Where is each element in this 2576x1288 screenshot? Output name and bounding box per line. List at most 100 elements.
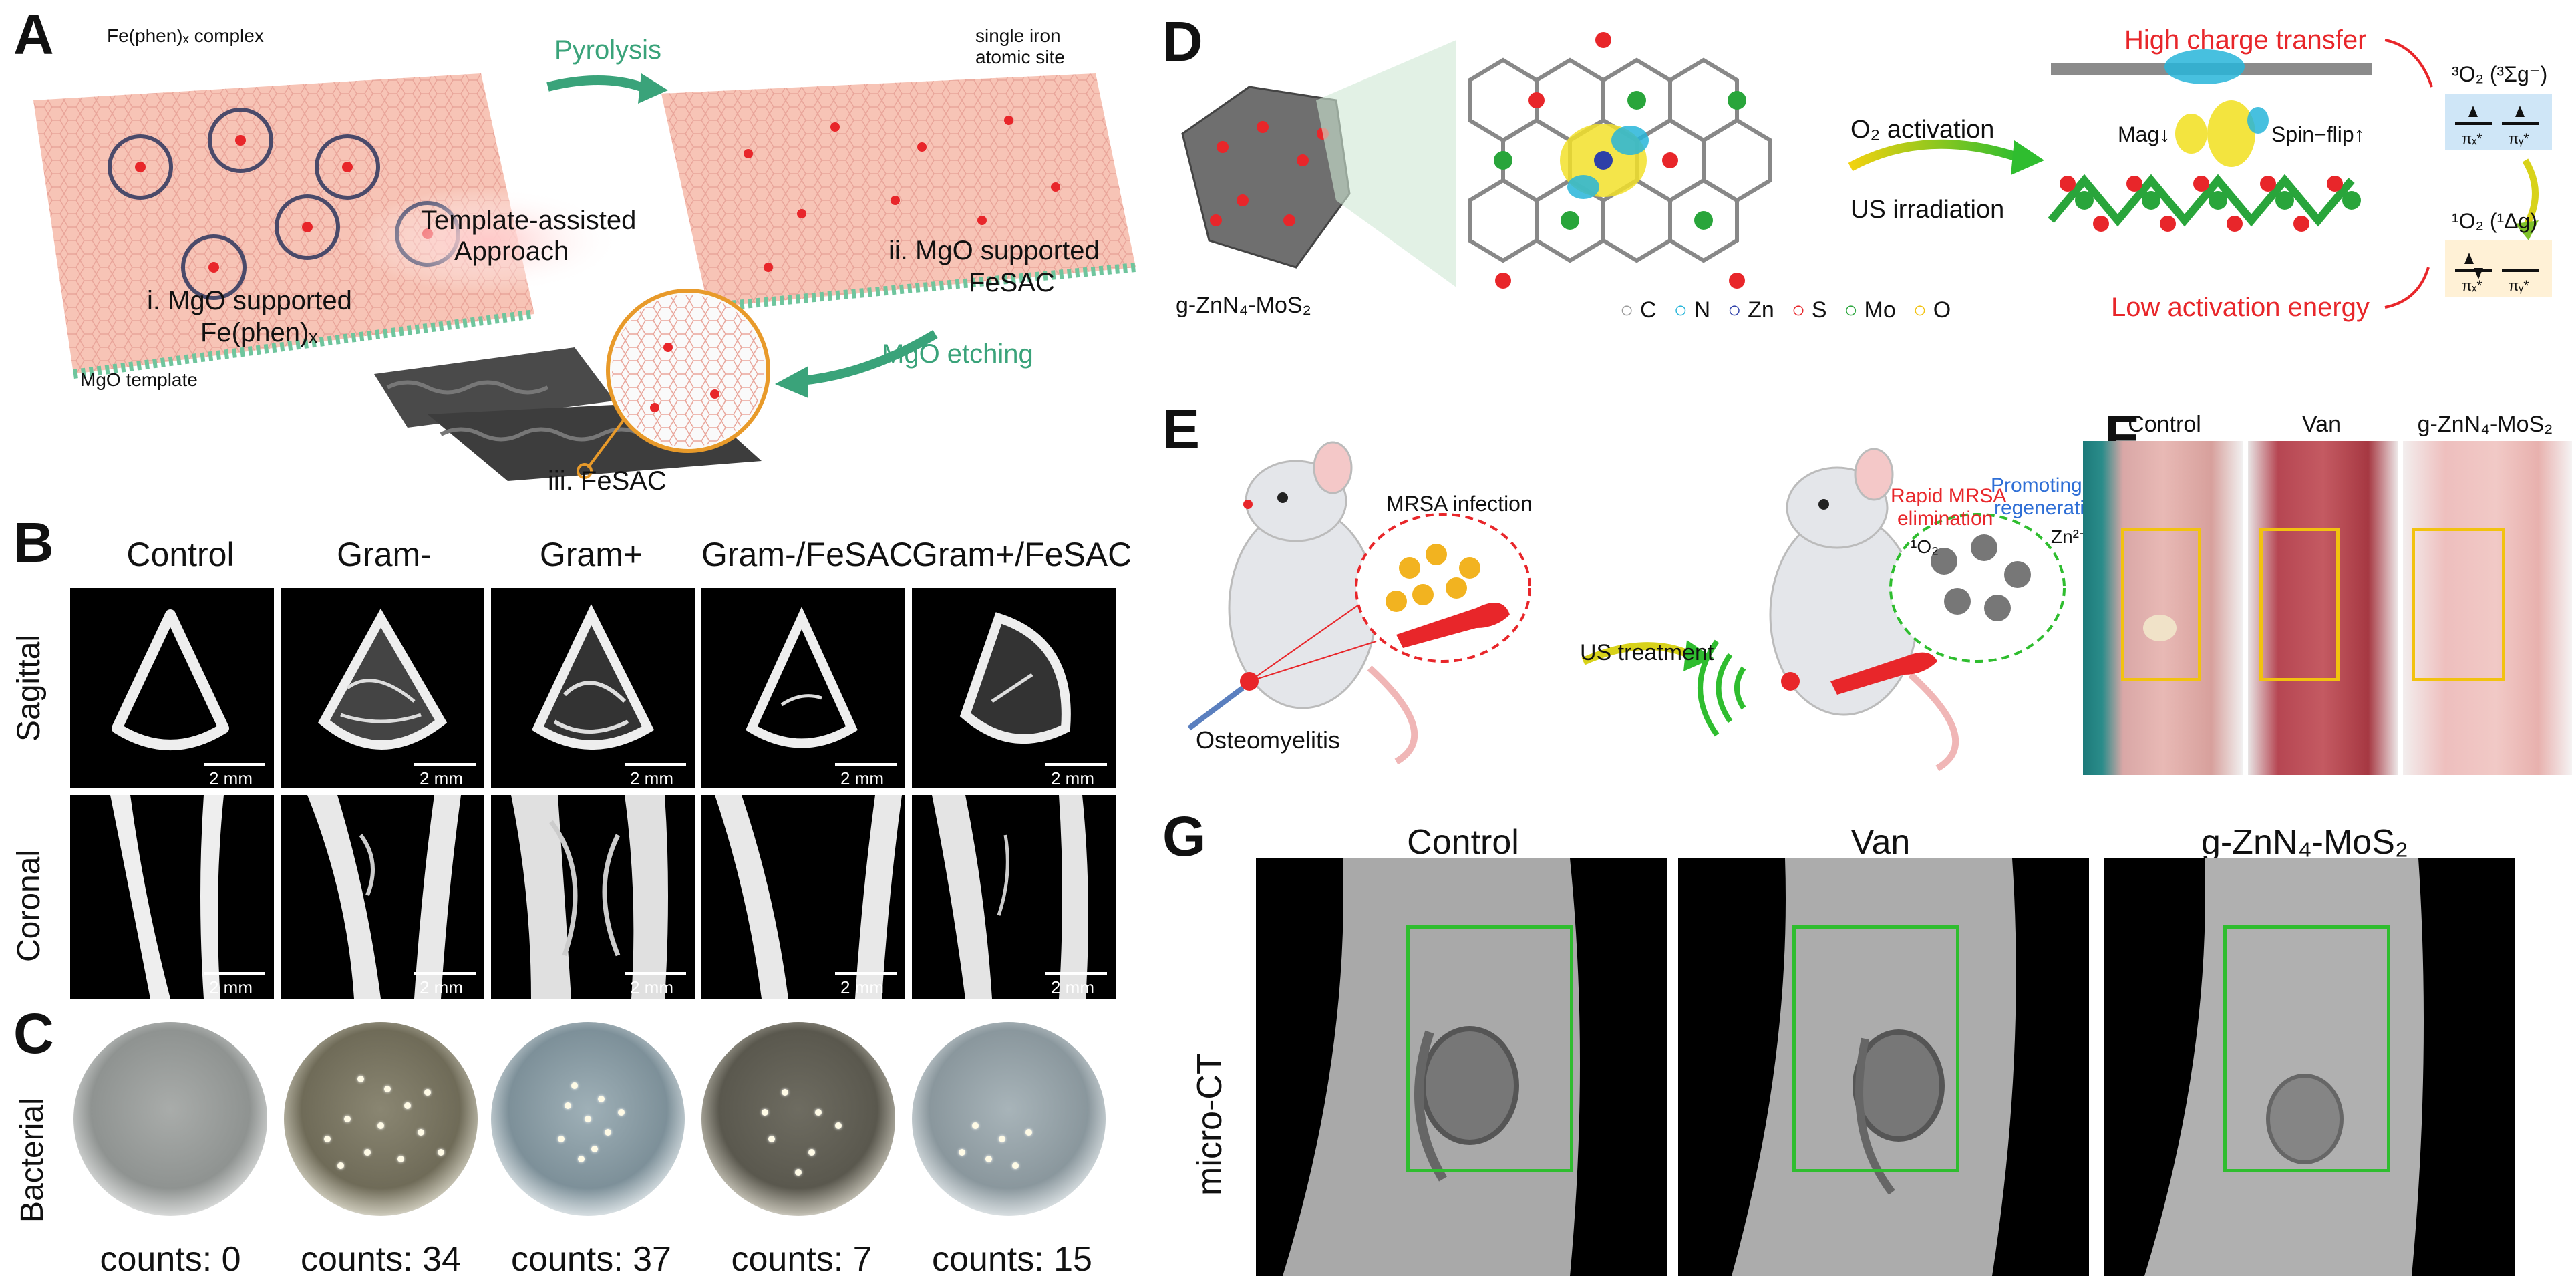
mrsa-label: MRSA infection [1386,492,1533,516]
panel-label-g: G [1162,805,1206,868]
g-highlight-box-control [1406,925,1573,1172]
count-gram-neg-fesac: counts: 7 [731,1240,872,1279]
scale-label: 2 mm [840,768,884,788]
microct-control [1256,858,1667,1276]
mag-label: Mag↓ [2118,122,2170,146]
b-row-sagittal: Sagittal [11,634,47,742]
legend-swatch: ○ [1673,297,1688,323]
singlet-label: ¹O₂ (¹Δg) [2452,209,2537,233]
legend-item-zn: ○ Zn [1728,297,1774,323]
mrsa-circle [1355,513,1531,663]
single-iron-label: single iron [975,25,1061,46]
us-treatment-label: US treatment [1580,640,1714,665]
ct-coronal-gram-pos: 2 mm [491,795,695,999]
singlet-orbital-box [2445,240,2552,297]
fe-complex-label: Fe(phen)ₓ complex [107,25,264,46]
count-gram-pos-fesac: counts: 15 [932,1240,1092,1279]
panel-e-illustration [1187,441,2066,772]
rapid-label-2: elimination [1897,508,1993,530]
panel-label-d: D [1162,10,1203,73]
us-irradiation-label: US irradiation [1850,196,2005,224]
petri-dish-gram-neg [284,1022,478,1216]
pyrolysis-arrow [546,75,643,92]
scale-label: 2 mm [420,977,463,997]
legend-item-c: ○ C [1620,297,1657,323]
d-material-label: g-ZnN₄-MoS₂ [1176,293,1311,318]
legend-item-o: ○ O [1913,297,1951,323]
pi-x-label-2: πₓ* [2462,277,2482,294]
g-highlight-box-van [1792,925,1959,1172]
count-control: counts: 0 [100,1240,241,1279]
count-gram-neg: counts: 34 [301,1240,461,1279]
low-energy-label: Low activation energy [2111,293,2370,322]
ct-sagittal-gram-pos-fesac: 2 mm [912,588,1116,788]
pi-x-label: πₓ* [2462,130,2482,147]
legend-swatch: ○ [1620,297,1634,323]
panel-label-c: C [13,1002,54,1065]
pyrolysis-label: Pyrolysis [554,35,662,65]
rapid-label-1: Rapid MRSA [1891,485,2007,507]
mgo-template-label: MgO template [80,369,198,390]
scale-label: 2 mm [840,977,884,997]
spin-flip-label: Spin−flip↑ [2271,122,2365,146]
petri-dish-gram-neg-fesac [701,1022,895,1216]
osteo-label: Osteomyelitis [1196,726,1341,754]
us-treatment-arrow [1581,642,1692,665]
f-highlight-box-control [2121,528,2201,681]
step2-label-2: FeSAC [969,268,1055,297]
pi-y-label: πᵧ* [2509,130,2529,147]
legend-label: N [1694,297,1711,323]
scale-label: 2 mm [209,977,253,997]
legend-label: S [1811,297,1827,323]
template-label-1: Template-assisted [421,206,637,235]
atom-legend: ○ C ○ N ○ Zn ○ S ○ Mo ○ O [1620,297,1951,323]
triplet-orbital-box [2445,94,2552,150]
scale-label: 2 mm [1051,768,1094,788]
infection-site-2 [1781,672,1800,691]
b-col-gram-neg-fesac: Gram-/FeSAC [701,536,913,573]
legend-label: O [1933,297,1951,323]
template-label-2: Approach [454,236,569,266]
legend-item-mo: ○ Mo [1844,297,1896,323]
scale-label: 2 mm [1051,977,1094,997]
ct-sagittal-gram-neg: 2 mm [281,588,484,788]
fesac-sheet-1 [374,347,615,428]
f-highlight-box-gzn [2412,528,2505,681]
zn-label: Zn²⁺ [2051,526,2089,547]
panel-a-illustration [33,73,1136,481]
legend-label: Mo [1864,297,1896,323]
g-col-van: Van [1850,823,1911,862]
step2-label-1: ii. MgO supported [889,236,1100,265]
ct-sagittal-gram-pos: 2 mm [491,588,695,788]
legend-swatch: ○ [1844,297,1859,323]
ct-coronal-gram-neg-fesac: 2 mm [701,795,905,999]
legend-swatch: ○ [1791,297,1806,323]
microct-gzn [2104,858,2515,1276]
singlet-o2-label: ¹O₂ [1911,536,1939,557]
step3-label: iii. FeSAC [548,466,667,496]
panel-d-illustration [1181,32,2552,309]
b-col-control: Control [126,536,234,573]
ct-coronal-control: 2 mm [70,795,274,999]
f-col-gzn: g-ZnN₄-MoS₂ [2417,412,2553,437]
b-col-gram-pos: Gram+ [539,536,643,573]
f-col-van: Van [2302,412,2341,437]
f-highlight-box-van [2259,528,2340,681]
step1-label-1: i. MgO supported [147,286,352,315]
etching-arrow [801,329,938,385]
petri-dish-gram-pos-fesac [912,1022,1106,1216]
petri-dish-control [73,1022,267,1216]
pi-y-label-2: πᵧ* [2509,277,2529,294]
legend-label: C [1640,297,1657,323]
ct-coronal-gram-neg: 2 mm [281,795,484,999]
c-row-bacterial: Bacterial [15,1098,50,1223]
f-col-control: Control [2128,412,2201,437]
scale-label: 2 mm [209,768,253,788]
ultrasound-waves-icon [1698,639,1746,737]
count-gram-pos: counts: 37 [511,1240,671,1279]
scale-label: 2 mm [630,977,673,997]
photo-gzn [2403,441,2572,775]
petri-dish-gram-pos [491,1022,685,1216]
b-row-coronal: Coronal [11,849,47,962]
ct-sagittal-gram-neg-fesac: 2 mm [701,588,905,788]
